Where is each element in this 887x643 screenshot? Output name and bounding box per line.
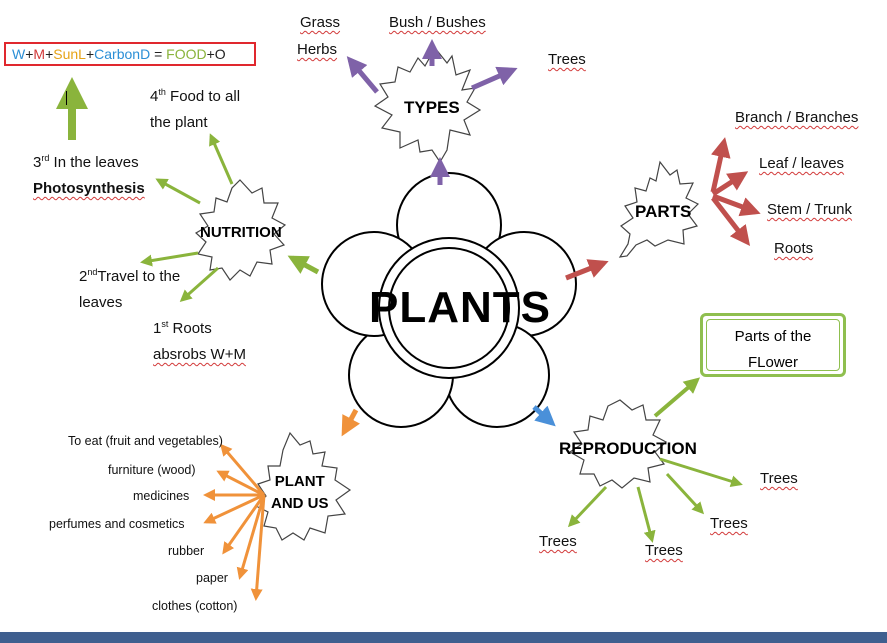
arrow-use-eat — [220, 443, 266, 496]
formula-part: +O — [206, 46, 226, 62]
arrow-nutrition-to-step1 — [179, 266, 219, 302]
arrow-plants-to-nutrition — [287, 255, 320, 275]
arrow-reproduction-to-trees-2 — [665, 472, 705, 515]
parts-item-stem: Stem / Trunk — [767, 201, 853, 218]
arrow-nutrition-to-step3 — [155, 178, 201, 205]
use-item-eat: To eat (fruit and vegetables) — [68, 434, 223, 448]
formula-part: SunL — [53, 46, 86, 62]
types-leaf — [373, 46, 482, 164]
arrow-parts-to-leaf — [711, 171, 749, 197]
arrow-nutrition-to-step2 — [140, 251, 199, 267]
arrow-parts-to-branch — [710, 137, 731, 193]
formula-part: M — [33, 46, 46, 62]
formula-part: W — [12, 46, 26, 62]
arrow-plants-to-plant-and-us — [341, 408, 360, 437]
arrow-types-to-grass — [346, 56, 379, 94]
types-item-trees: Trees — [548, 51, 586, 68]
parts-item-leaf: Leaf / leaves — [759, 155, 845, 172]
arrow-reproduction-to-flower — [653, 377, 701, 418]
center-title: PLANTS — [369, 283, 551, 332]
parts-item-roots: Roots — [774, 240, 814, 257]
arrow-nutrition-to-step4 — [209, 133, 234, 185]
arrow-use-perfumes — [203, 493, 265, 524]
formula-part: + — [25, 46, 34, 62]
arrow-reproduction-to-trees-1 — [659, 457, 743, 488]
use-item-furniture: furniture (wood) — [108, 463, 196, 477]
use-item-paper: paper — [196, 571, 228, 585]
use-item-clothes: clothes (cotton) — [152, 599, 238, 613]
arrow-reproduction-to-trees-3 — [636, 486, 656, 543]
types-item-herbs: Herbs — [297, 41, 338, 58]
nutrition-leaf — [194, 179, 287, 281]
arrow-use-rubber — [222, 494, 266, 555]
formula-part: CarbonD — [94, 46, 151, 62]
use-item-perfumes: perfumes and cosmetics — [49, 517, 185, 531]
reproduction-title: REPRODUCTION — [559, 439, 697, 458]
arrow-reproduction-to-trees-4 — [567, 485, 608, 528]
arrow-use-furniture — [216, 470, 265, 497]
types-item-bush: Bush / Bushes — [389, 14, 486, 31]
arrow-types-to-trees — [470, 66, 518, 91]
arrow-use-paper — [236, 494, 266, 580]
arrow-plants-to-parts — [565, 259, 609, 281]
arrow-use-clothes — [250, 494, 266, 601]
plant-and-us-leaf — [254, 431, 352, 541]
formula-part: = — [150, 46, 167, 62]
types-title: TYPES — [404, 98, 460, 117]
arrow-plants-to-reproduction — [532, 405, 556, 427]
types-item-grass: Grass — [300, 14, 341, 31]
parts-leaf — [618, 160, 700, 258]
formula-part: + — [85, 46, 95, 62]
nutrition-title: NUTRITION — [200, 224, 282, 241]
arrow-parts-to-stem — [712, 193, 761, 217]
use-item-rubber: rubber — [168, 544, 205, 558]
reproduction-trees-2: Trees — [710, 515, 748, 532]
bottom-status-bar — [0, 632, 887, 643]
reproduction-leaf — [568, 399, 668, 489]
reproduction-trees-3: Trees — [645, 542, 683, 559]
reproduction-trees-4: Trees — [539, 533, 577, 550]
parts-item-branch: Branch / Branches — [735, 109, 859, 126]
formula-part: + — [45, 46, 54, 62]
text-cursor — [66, 91, 67, 105]
arrow-parts-to-roots — [711, 196, 751, 246]
formula-part: FOOD — [166, 46, 207, 62]
use-item-medicines: medicines — [133, 489, 190, 503]
central-flower — [321, 172, 577, 428]
parts-title: PARTS — [635, 202, 692, 221]
reproduction-trees-1: Trees — [760, 470, 798, 487]
photosynthesis-formula: W+M+SunL+CarbonD = FOOD+O — [4, 42, 256, 66]
